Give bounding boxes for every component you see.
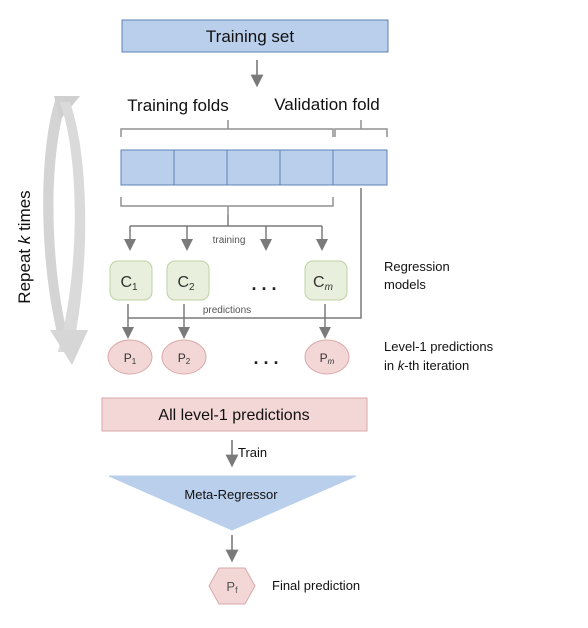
regression-models-label: Regression models: [384, 259, 453, 292]
training-folds-label: Training folds: [127, 96, 228, 115]
model-c2: C2: [166, 260, 210, 301]
fold-4: [279, 149, 334, 186]
training-set-label: Training set: [206, 27, 294, 46]
training-folds-bracket-bottom: [120, 197, 334, 215]
training-set-box: [121, 19, 389, 53]
fold-row: [120, 149, 388, 186]
fold-1: [120, 149, 175, 186]
final-prediction-label: Final prediction: [272, 578, 360, 593]
predictions-label: predictions: [203, 305, 251, 316]
pred-pm: Pm: [304, 339, 350, 375]
repeat-cycle-arrows: [43, 96, 88, 365]
train-label: Train: [238, 445, 267, 460]
training-label: training: [213, 235, 246, 246]
pred-p2: P2: [161, 339, 207, 375]
svg-text:C2: C2: [177, 274, 195, 293]
predictions-flow: [122, 188, 362, 339]
validation-fold: [332, 149, 388, 186]
models-ellipsis: . . .: [251, 274, 276, 294]
svg-text:Pm: Pm: [320, 351, 335, 366]
pred-p1: P1: [107, 339, 153, 375]
meta-regressor-shape: [108, 475, 357, 531]
validation-fold-label: Validation fold: [274, 95, 380, 114]
meta-regressor-label: Meta-Regressor: [184, 487, 278, 502]
svg-text:Cm: Cm: [313, 274, 333, 293]
training-distribution: [124, 215, 328, 251]
svg-text:P1: P1: [124, 351, 137, 366]
svg-text:P2: P2: [178, 351, 191, 366]
all-level1-label: All level-1 predictions: [158, 407, 309, 424]
training-folds-bracket-top: [120, 120, 334, 137]
preds-ellipsis: . . .: [253, 348, 278, 368]
final-prediction-node: Pf: [208, 567, 256, 605]
fold-3: [226, 149, 281, 186]
svg-text:C1: C1: [120, 274, 138, 293]
repeat-k-times-label: Repeat k times: [15, 190, 34, 303]
all-level1-box: [101, 397, 368, 432]
model-cm: Cm: [304, 260, 348, 301]
model-c1: C1: [109, 260, 153, 301]
fold-2: [173, 149, 228, 186]
validation-fold-bracket-top: [334, 120, 388, 137]
level1-note: Level-1 predictions in k-th iteration: [384, 339, 497, 373]
svg-text:Pf: Pf: [226, 579, 238, 595]
